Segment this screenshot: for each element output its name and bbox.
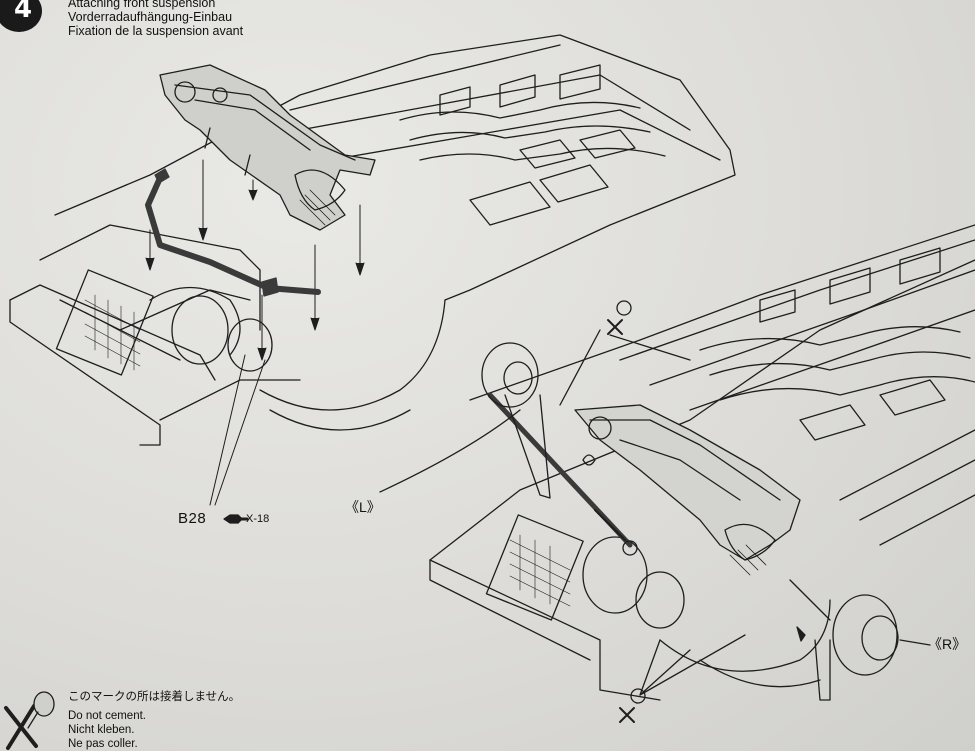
upper-suspension-arm	[159, 64, 376, 231]
step-number: 4	[14, 0, 33, 24]
note-japanese: このマークの所は接着しません。	[68, 689, 241, 703]
no-cement-marks	[607, 300, 646, 723]
step-title-de: Vorderradaufhängung-Einbau	[68, 10, 233, 24]
note-french: Ne pas coller.	[68, 738, 138, 750]
no-cement-icon	[4, 691, 55, 750]
top-chassis	[9, 34, 736, 446]
b28-part-icon	[223, 514, 249, 524]
step-title-en: Attaching front suspension	[68, 0, 216, 10]
callout-right: 《R》	[928, 636, 967, 652]
note-english: Do not cement.	[68, 710, 146, 722]
step-title-fr: Fixation de la suspension avant	[68, 24, 244, 38]
assembly-arrows	[145, 159, 365, 506]
bottom-chassis	[429, 224, 975, 701]
lower-suspension-assembly	[379, 329, 931, 701]
note-german: Nicht kleben.	[68, 724, 135, 736]
callout-left: 《L》	[345, 499, 381, 515]
part-code-label: X-18	[246, 513, 270, 525]
part-id-label: B28	[178, 510, 207, 527]
